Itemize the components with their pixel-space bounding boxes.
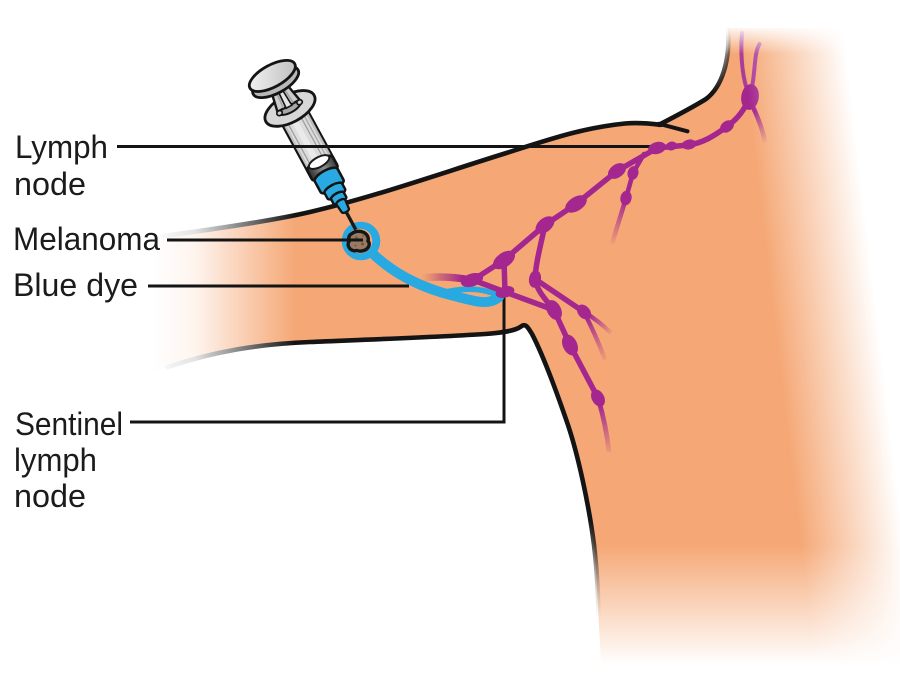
svg-text:node: node [14, 478, 86, 514]
svg-text:lymph: lymph [14, 442, 97, 478]
svg-text:Sentinel: Sentinel [15, 406, 123, 442]
svg-text:Blue dye: Blue dye [13, 267, 138, 303]
svg-text:Lymph: Lymph [15, 129, 108, 165]
svg-text:node: node [14, 166, 86, 202]
svg-text:Melanoma: Melanoma [13, 221, 161, 257]
